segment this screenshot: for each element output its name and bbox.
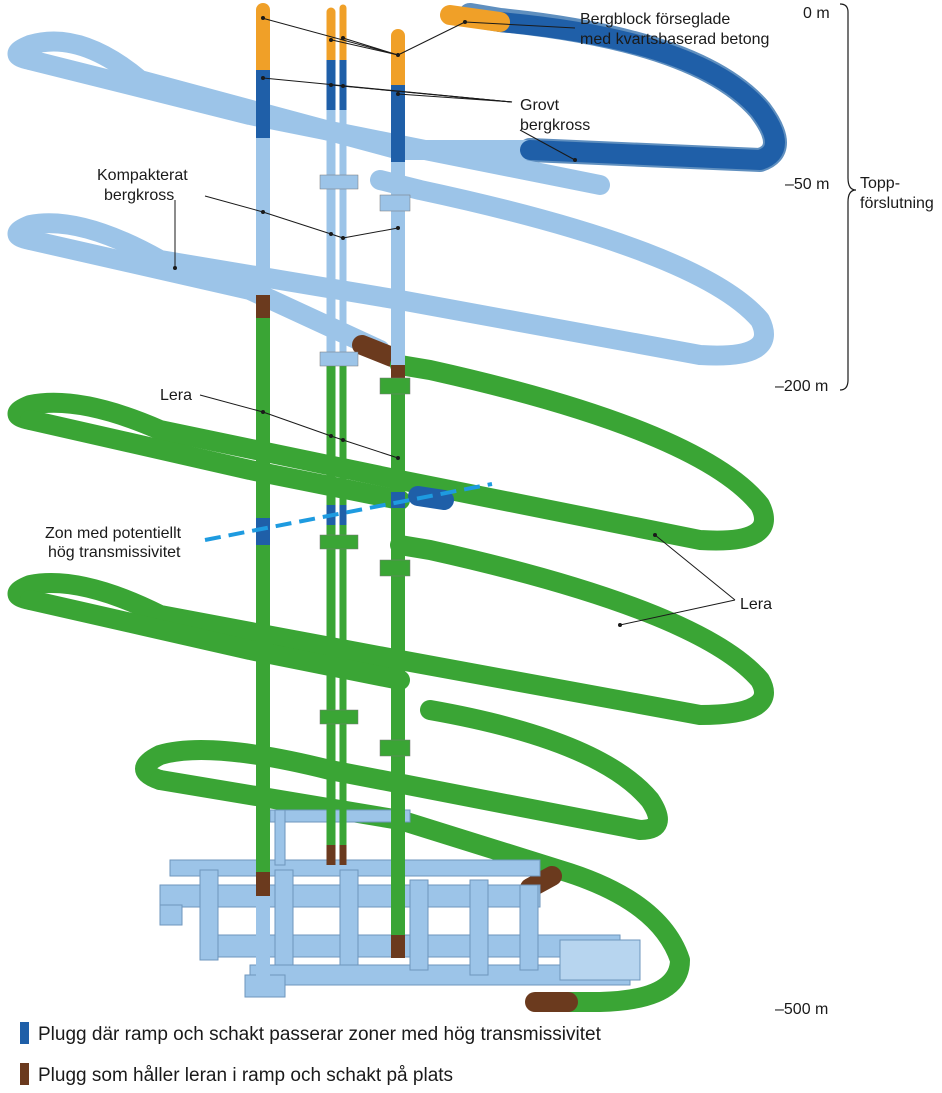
legend: Plugg där ramp och schakt passerar zoner… [20, 1022, 602, 1086]
label-kompakterat-line2: bergkross [104, 187, 174, 204]
depth-tick-500: –500 m [775, 1001, 828, 1018]
label-grovt-line1: Grovt [520, 97, 560, 114]
depth-scale: 0 m –50 m –200 m –500 m Topp- förslutnin… [775, 3, 934, 1018]
label-kompakterat-line1: Kompakterat [97, 167, 188, 184]
legend-text-brown: Plugg som håller leran i ramp och schakt… [38, 1065, 453, 1086]
label-zon-line2: hög transmissivitet [48, 544, 181, 561]
repository-level [159, 809, 641, 998]
ramp-level-4 [7, 535, 774, 725]
legend-text-blue: Plugg där ramp och schakt passerar zoner… [38, 1024, 602, 1045]
transmissivity-zone-line [204, 482, 493, 542]
callout-labels: Bergblock förseglade med kvartsbaserad b… [45, 11, 772, 613]
shaft-stations [319, 174, 411, 757]
shafts [256, 3, 405, 985]
depth-tick-0: 0 m [803, 5, 830, 22]
label-lera-right: Lera [740, 596, 772, 613]
leader-dots [173, 16, 657, 627]
label-grovt-line2: bergkross [520, 117, 590, 134]
depth-tick-200: –200 m [775, 378, 828, 395]
bracket-label-line1: Topp- [860, 175, 900, 192]
legend-swatch-brown [20, 1063, 29, 1085]
label-lera-upper: Lera [160, 387, 192, 404]
depth-bracket [839, 3, 857, 391]
legend-swatch-blue [20, 1022, 29, 1044]
ramp-level-2 [7, 170, 774, 367]
ramp-level-1 [7, 3, 787, 195]
label-bergblock-line2: med kvartsbaserad betong [580, 31, 769, 48]
bracket-label-line2: förslutning [860, 195, 934, 212]
leader-lines [174, 17, 736, 626]
label-bergblock-line1: Bergblock förseglade [580, 11, 730, 28]
label-zon-line1: Zon med potentiellt [45, 525, 182, 542]
depth-tick-50: –50 m [785, 176, 829, 193]
